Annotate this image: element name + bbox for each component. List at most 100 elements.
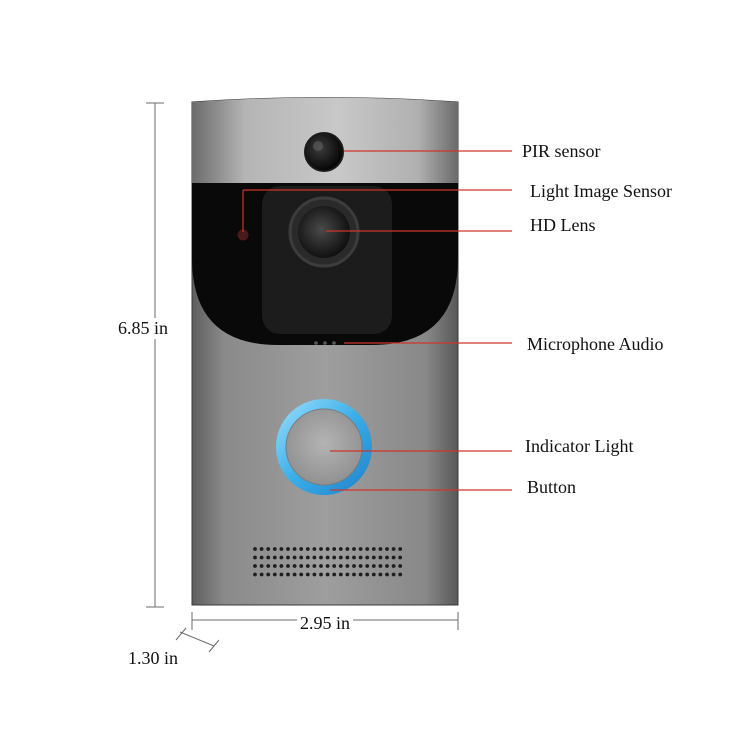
grille-hole bbox=[385, 564, 389, 568]
grille-hole bbox=[371, 572, 376, 577]
doorbell-body bbox=[191, 97, 459, 606]
grille-hole bbox=[266, 564, 271, 568]
grille-hole bbox=[266, 572, 271, 577]
grille-hole bbox=[338, 564, 343, 568]
grille-hole bbox=[358, 564, 363, 568]
label-light-image-sensor: Light Image Sensor bbox=[530, 181, 672, 201]
grille-hole bbox=[286, 564, 290, 568]
grille-hole bbox=[365, 564, 370, 568]
grille-hole bbox=[338, 555, 343, 560]
grille-hole bbox=[385, 555, 389, 560]
grille-hole bbox=[305, 555, 310, 560]
grille-hole bbox=[305, 572, 310, 577]
grille-hole bbox=[385, 547, 389, 551]
grille-hole bbox=[391, 564, 396, 568]
grille-hole bbox=[332, 572, 337, 577]
grille-hole bbox=[325, 547, 330, 551]
label-microphone-audio: Microphone Audio bbox=[527, 334, 664, 354]
grille-hole bbox=[312, 572, 317, 577]
grille-hole bbox=[378, 564, 383, 568]
grille-hole bbox=[332, 564, 337, 568]
grille-hole bbox=[352, 555, 356, 560]
grille-hole bbox=[365, 572, 370, 577]
camera-lens bbox=[262, 186, 392, 334]
grille-hole bbox=[253, 547, 257, 551]
grille-hole bbox=[332, 555, 337, 560]
grille-hole bbox=[371, 555, 376, 560]
label-width: 2.95 in bbox=[297, 613, 354, 634]
grille-hole bbox=[272, 572, 277, 577]
grille-hole bbox=[279, 572, 284, 577]
grille-hole bbox=[365, 547, 370, 551]
grille-hole bbox=[286, 555, 290, 560]
grille-hole bbox=[391, 555, 396, 560]
grille-hole bbox=[299, 564, 304, 568]
grille-hole bbox=[378, 547, 383, 551]
grille-hole bbox=[312, 547, 317, 551]
grille-hole bbox=[358, 572, 363, 577]
grille-hole bbox=[279, 564, 284, 568]
grille-hole bbox=[286, 572, 290, 577]
grille-hole bbox=[272, 555, 277, 560]
grille-hole bbox=[292, 572, 297, 577]
grille-hole bbox=[371, 547, 376, 551]
grille-hole bbox=[299, 547, 304, 551]
leader-lines bbox=[242, 150, 512, 491]
label-height: 6.85 in bbox=[117, 318, 170, 339]
grille-hole bbox=[358, 547, 363, 551]
grille-hole bbox=[272, 547, 277, 551]
grille-hole bbox=[286, 547, 290, 551]
grille-hole bbox=[319, 547, 323, 551]
grille-hole bbox=[325, 564, 330, 568]
grille-hole bbox=[325, 572, 330, 577]
grille-hole bbox=[259, 555, 264, 560]
grille-hole bbox=[352, 564, 356, 568]
grille-hole bbox=[345, 572, 350, 577]
doorbell-button bbox=[276, 399, 372, 495]
label-hd-lens: HD Lens bbox=[530, 215, 596, 235]
grille-hole bbox=[253, 564, 257, 568]
grille-hole bbox=[312, 555, 317, 560]
grille-hole bbox=[305, 547, 310, 551]
grille-hole bbox=[358, 555, 363, 560]
label-pir-sensor: PIR sensor bbox=[522, 141, 601, 161]
grille-hole bbox=[332, 547, 337, 551]
label-indicator-light: Indicator Light bbox=[525, 436, 634, 456]
grille-hole bbox=[272, 564, 277, 568]
grille-hole bbox=[365, 555, 370, 560]
grille-hole bbox=[398, 555, 403, 560]
grille-hole bbox=[319, 564, 323, 568]
grille-hole bbox=[319, 555, 323, 560]
label-depth: 1.30 in bbox=[128, 648, 179, 668]
grille-hole bbox=[352, 547, 356, 551]
depth-dimension bbox=[175, 627, 220, 653]
grille-hole bbox=[391, 572, 396, 577]
grille-hole bbox=[279, 555, 284, 560]
grille-hole bbox=[259, 572, 264, 577]
grille-hole bbox=[398, 547, 403, 551]
microphone-holes bbox=[314, 341, 336, 345]
grille-hole bbox=[299, 572, 304, 577]
grille-hole bbox=[319, 572, 323, 577]
grille-hole bbox=[259, 564, 264, 568]
grille-hole bbox=[279, 547, 284, 551]
grille-hole bbox=[385, 572, 389, 577]
grille-hole bbox=[299, 555, 304, 560]
grille-hole bbox=[398, 572, 403, 577]
grille-hole bbox=[345, 555, 350, 560]
grille-hole bbox=[338, 547, 343, 551]
grille-hole bbox=[292, 564, 297, 568]
grille-hole bbox=[259, 547, 264, 551]
grille-hole bbox=[378, 555, 383, 560]
speaker-grille bbox=[253, 547, 403, 577]
grille-hole bbox=[398, 564, 403, 568]
grille-hole bbox=[352, 572, 356, 577]
grille-hole bbox=[371, 564, 376, 568]
grille-hole bbox=[338, 572, 343, 577]
grille-hole bbox=[325, 555, 330, 560]
grille-hole bbox=[292, 555, 297, 560]
grille-hole bbox=[266, 547, 271, 551]
grille-hole bbox=[292, 547, 297, 551]
grille-hole bbox=[253, 572, 257, 577]
